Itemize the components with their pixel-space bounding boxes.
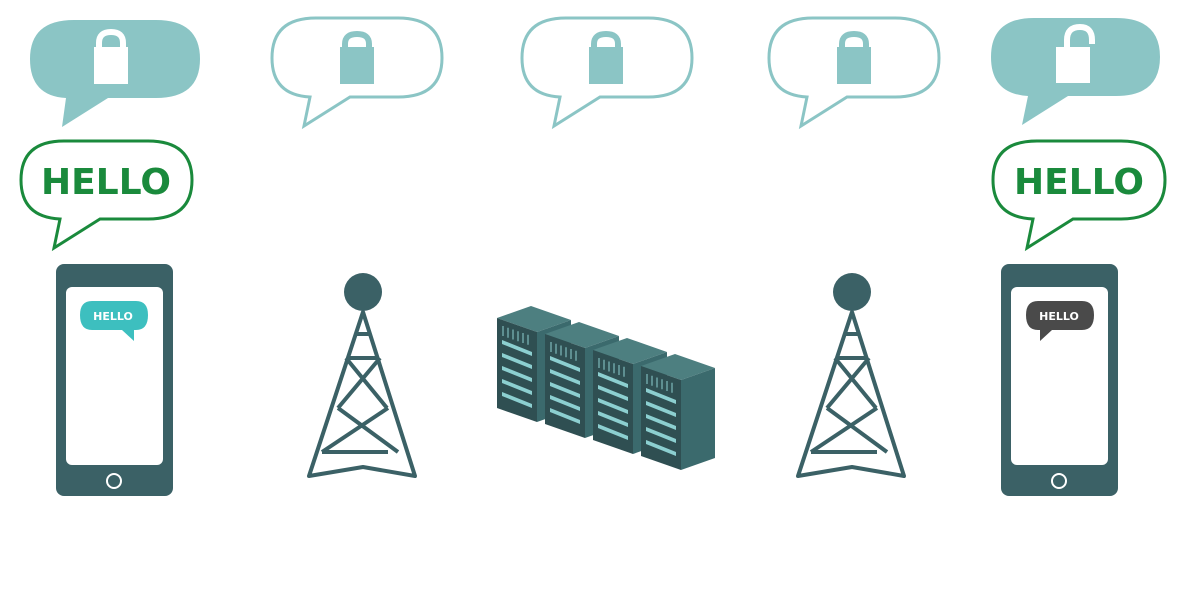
server-vent [598,424,628,440]
tower-bracing [320,332,400,454]
sender-hello-bubble: HELLO [19,139,194,252]
smartphone-icon: HELLO [1001,264,1118,496]
server-side-face [681,368,715,470]
server-top-face [497,306,571,332]
server-vent [550,395,580,411]
lock-icon [340,30,374,84]
cell-tower-icon [796,273,906,478]
server-vent [598,385,628,401]
server-vent [598,398,628,414]
speech-bubble-outline [19,139,194,252]
speech-bubble-outline [991,139,1167,252]
unlock-bubble-receiver [991,18,1160,125]
home-button-icon [106,473,122,489]
lock-bubble-hop-3 [767,16,941,130]
server-vent [646,414,676,430]
server-top-face [545,322,619,348]
receiver-screen-text: HELLO [1039,310,1079,323]
server-vent [598,372,628,388]
server-vent [550,369,580,385]
server-vent [502,366,532,382]
receiver-screen-bubble: HELLO [1026,301,1094,341]
server-rack-icon [497,306,715,470]
cell-tower-icon [307,273,417,478]
server-vent [502,340,532,356]
receiver-hello-bubble: HELLO [991,139,1167,252]
tower-bracing [809,332,889,454]
server-vent [646,401,676,417]
lock-bubble-hop-1 [270,16,444,130]
lock-icon [837,30,871,84]
sender-screen-bubble: HELLO [80,301,148,341]
lock-icon [94,28,128,84]
server-vent [646,440,676,456]
server-vent [598,411,628,427]
unlock-icon [1056,23,1095,83]
server-vent [550,382,580,398]
sender-phone-screen [66,287,163,465]
lock-icon [589,30,623,84]
sender-hello-text: HELLO [41,162,171,203]
lock-bubble-hop-2 [520,16,694,130]
tower-antenna-ball [344,273,382,311]
server-vent [550,408,580,424]
server-vent [646,388,676,404]
tower-antenna-ball [833,273,871,311]
server-vent [550,356,580,372]
tower-frame [307,310,417,478]
lock-bubble-sender [30,20,200,127]
tower-frame [796,310,906,478]
smartphone-icon: HELLO [56,264,173,496]
server-top-face [593,338,667,364]
home-button-icon [1051,473,1067,489]
receiver-phone-screen [1011,287,1108,465]
server-vent [502,392,532,408]
server-top-face [641,354,715,380]
receiver-hello-text: HELLO [1014,162,1144,203]
sender-screen-text: HELLO [93,310,133,323]
server-unit [641,354,715,470]
server-vent [502,353,532,369]
server-vent [502,379,532,395]
server-vent [646,427,676,443]
